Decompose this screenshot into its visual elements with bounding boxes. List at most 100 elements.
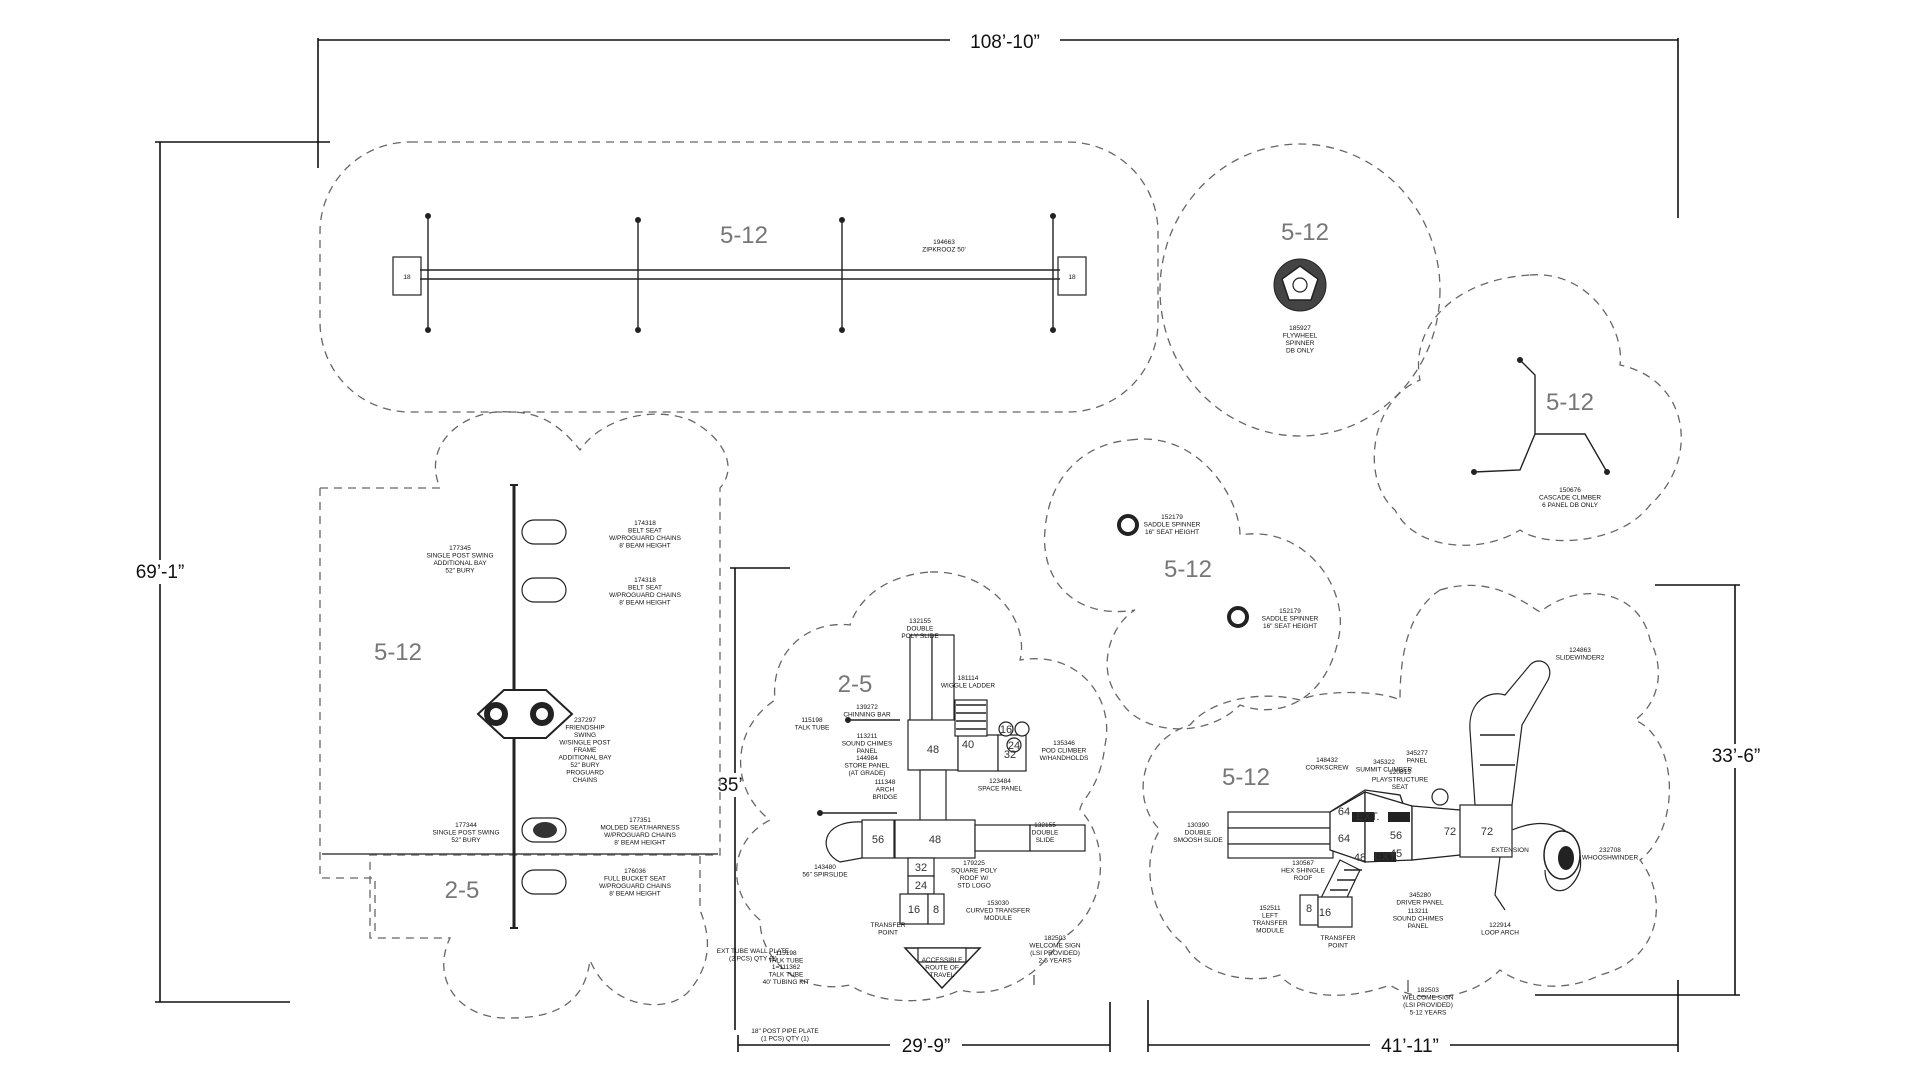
tot-age-group: 2-5 <box>838 671 873 698</box>
main-deck-56: 56 <box>1390 830 1402 842</box>
main-play-structure: 64 EXT. 64 56 EXT. 48 45 72 72 16 8 <box>1227 660 1582 992</box>
extension-label: EXTENSION <box>1491 847 1529 854</box>
main-deck-8: 8 <box>1306 903 1312 915</box>
tot-deck-48a: 48 <box>927 744 939 756</box>
tot-width-label: 29’-9” <box>902 1036 951 1057</box>
overall-width-label: 108’-10” <box>970 32 1040 53</box>
tot-deck-40: 40 <box>962 739 974 751</box>
tot-deck-8: 8 <box>933 904 939 916</box>
dimension-main-height: 33’-6” <box>1535 584 1772 996</box>
tot-deck-32a: 32 <box>1004 749 1016 761</box>
dimension-tot-height: 35’ <box>710 567 790 1030</box>
main-deck-72a: 72 <box>1444 826 1456 838</box>
overall-height-label: 69’-1” <box>136 562 185 583</box>
dimension-overall-height: 69’-1” <box>128 141 330 1003</box>
tot-deck-24: 24 <box>1008 740 1020 752</box>
main-deck-64b: 64 <box>1338 833 1350 845</box>
cascade-climber-icon <box>1471 357 1610 475</box>
overlap-note-b: 18" POST PIPE PLATE(1 PCS) QTY (1) <box>751 1028 819 1043</box>
tot-deck-16b: 16 <box>908 904 920 916</box>
main-deck-45: 45 <box>1390 848 1402 860</box>
main-deck-ext1: EXT. <box>1356 811 1379 823</box>
tot-deck-56: 56 <box>872 834 884 846</box>
overlap-note-a: EXT TUBE WALL PLATE(2 PCS) QTY (2) <box>717 948 790 963</box>
cascade-age-group: 5-12 <box>1546 389 1594 416</box>
main-age-group: 5-12 <box>1222 764 1270 791</box>
dimension-overall-width: 108’-10” <box>317 30 1679 218</box>
swings-small-age-group: 2-5 <box>445 877 480 904</box>
main-deck-16: 16 <box>1319 907 1331 919</box>
main-zone: 5-12 6 <box>1142 584 1671 1017</box>
tot-height-label: 35’ <box>717 775 742 796</box>
tot-deck-48b: 48 <box>929 834 941 846</box>
tot-play-structure: 48 40 32 16 24 48 56 32 24 16 8 <box>817 634 1086 990</box>
zipline-age-group: 5-12 <box>720 222 768 249</box>
main-deck-64a: 64 <box>1338 806 1350 818</box>
flywheel-age-group: 5-12 <box>1281 219 1329 246</box>
zipkrooz-zipline: 18 18 <box>392 213 1087 333</box>
tot-deck-24b: 24 <box>915 880 927 892</box>
swing-frame <box>476 484 574 929</box>
main-deck-ext2: EXT. <box>1374 851 1397 863</box>
saddle-age-group: 5-12 <box>1164 556 1212 583</box>
main-width-label: 41’-11” <box>1381 1036 1439 1057</box>
main-height-label: 33’-6” <box>1712 746 1761 767</box>
zipline-end-left: 18 <box>403 274 411 281</box>
tot-deck-32b: 32 <box>915 862 927 874</box>
main-deck-48: 48 <box>1354 852 1366 864</box>
saddle-spinner-icon <box>1117 514 1249 628</box>
swings-age-group: 5-12 <box>374 639 422 666</box>
tot-deck-16: 16 <box>1000 724 1012 736</box>
flywheel-spinner-icon <box>1273 258 1327 312</box>
main-deck-72b: 72 <box>1481 826 1493 838</box>
